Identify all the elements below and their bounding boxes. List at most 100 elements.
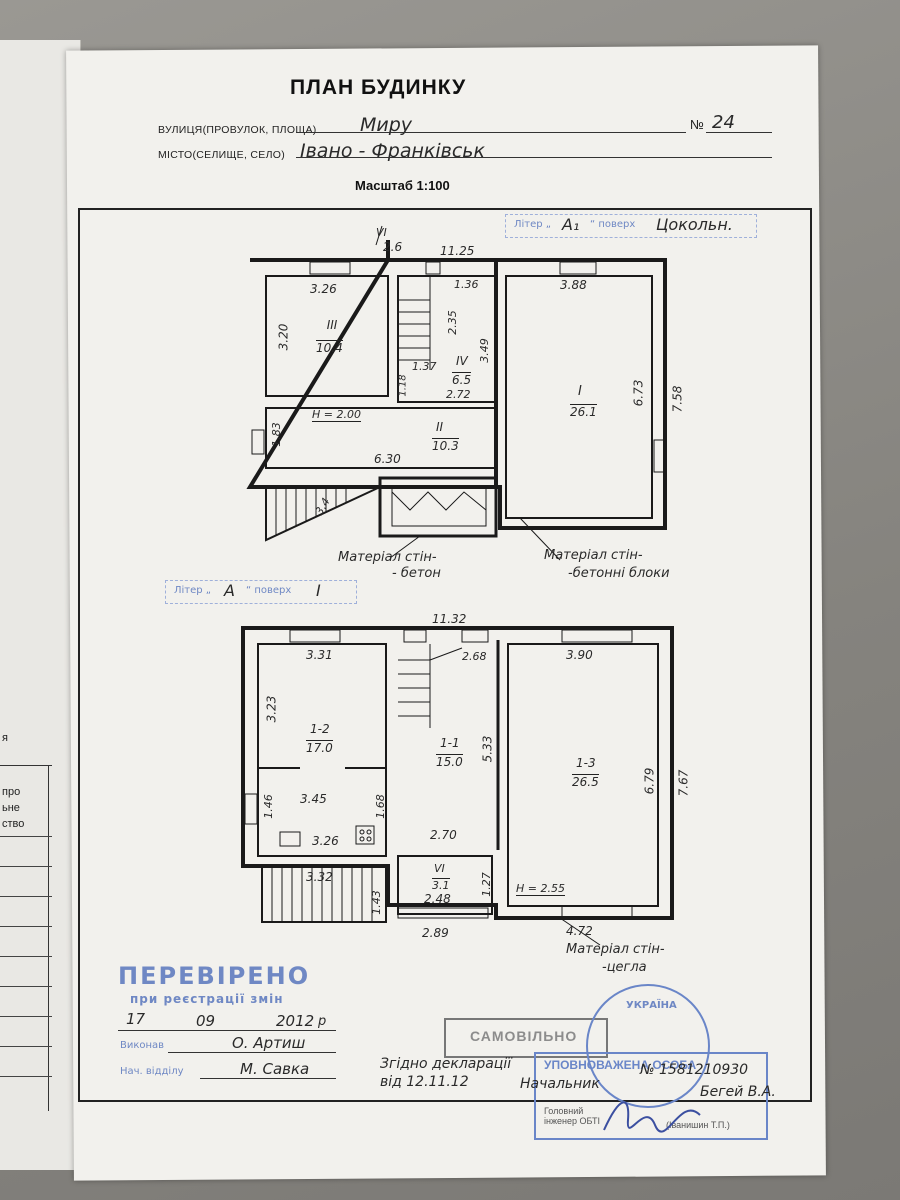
b-room4-w: 1.37	[412, 360, 437, 373]
ground-stamp-letter: А	[224, 581, 235, 600]
scale-label: Масштаб 1:100	[355, 178, 450, 193]
basement-stamp-prefix: Літер „	[514, 219, 551, 230]
b-material-left-2: - бетон	[392, 566, 441, 581]
basement-stamp-letter: А₁	[562, 215, 580, 234]
g-room12-width: 3.31	[306, 648, 333, 662]
g-material-2: -цегла	[602, 960, 647, 975]
under-text-4: ство	[2, 818, 25, 830]
b-room2-num: II	[436, 420, 444, 434]
verified-year-suffix: р	[318, 1014, 327, 1029]
g-overall-height: 7.67	[676, 769, 691, 797]
basement-stamp-middle: “ поверх	[590, 219, 636, 230]
g-kitchen-w: 3.45	[300, 792, 327, 806]
verified-stamp-title: ПЕРЕВІРЕНО	[118, 962, 311, 990]
g-room13-area: 26.5	[572, 774, 599, 789]
b-room1-num: I	[578, 384, 582, 399]
under-table	[0, 765, 52, 1111]
under-text-1: я	[2, 732, 8, 744]
b-room3-height: 3.20	[276, 323, 291, 351]
g-overall-width: 11.32	[432, 612, 467, 626]
ground-letter-stamp: Літер „ А “ поверх I	[165, 580, 357, 604]
verified-day: 17	[126, 1010, 146, 1028]
declaration-number: № 1581210930	[640, 1062, 749, 1078]
b-room3-area: 10.4	[316, 340, 343, 355]
g-room12-num: 1-2	[310, 722, 330, 736]
city-underline	[296, 157, 772, 158]
b-room3-num: III	[326, 318, 338, 332]
g-room13-width: 3.90	[566, 648, 593, 662]
engineer-title: Головний інженер ОБТІ	[544, 1106, 600, 1126]
city-value: Івано - Франківськ	[300, 140, 485, 162]
g-room12-height: 3.23	[264, 695, 279, 723]
g-kitchen-bottom: 3.26	[312, 834, 339, 848]
b-room4-area: 6.5	[452, 372, 472, 387]
b-stair-mark: VI	[376, 226, 387, 239]
round-seal: УКРАЇНА	[586, 984, 710, 1108]
declaration-head-name: Бегей В.А.	[700, 1084, 776, 1100]
g-kitchen-side-r: 1.68	[373, 794, 387, 819]
basement-plan	[246, 225, 667, 561]
plan-frame	[78, 208, 812, 1102]
b-room2-height: 1.83	[269, 422, 283, 447]
city-label: МІСТО(СЕЛИЩЕ, СЕЛО)	[158, 149, 286, 161]
ground-stamp-floor: I	[316, 581, 321, 600]
number-underline	[706, 132, 772, 133]
b-stair-h: 2.35	[445, 310, 459, 335]
g-hall-bottom: 2.70	[430, 828, 457, 842]
declaration-line-1: Згідно декларації	[380, 1056, 512, 1072]
self-stamp-text: САМОВІЛЬНО	[470, 1028, 578, 1044]
authorized-title: УПОВНОВАЖЕНА ОСОБА	[544, 1058, 697, 1072]
ground-plan	[241, 626, 674, 946]
verified-stamp-subtitle: при реєстрації змін	[130, 992, 284, 1006]
b-room1-height: 6.73	[631, 379, 646, 407]
street-label: ВУЛИЦЯ(ПРОВУЛОК, ПЛОЩА)	[158, 124, 317, 136]
b-room1-width: 3.88	[560, 278, 587, 292]
b-room2-width: 6.30	[374, 452, 401, 466]
g-bottom-w: 2.89	[422, 926, 449, 940]
g-room11-num: 1-1	[440, 736, 460, 750]
g-room6-num: VI	[434, 862, 445, 875]
b-room3-width: 3.26	[310, 282, 337, 296]
b-hall-side: 1.18	[397, 374, 409, 397]
verified-date-line	[118, 1030, 336, 1031]
under-text-3: ьне	[2, 802, 20, 814]
basement-letter-stamp: Літер „ А₁ “ поверх Цокольн.	[505, 214, 757, 238]
declaration-head: Начальник	[520, 1076, 600, 1092]
basement-stamp-floor: Цокольн.	[656, 215, 733, 234]
g-room13-bottom: 4.72	[566, 924, 593, 938]
seal-country: УКРАЇНА	[626, 1000, 677, 1011]
g-room6-area: 3.1	[432, 878, 450, 892]
signature	[603, 1101, 701, 1133]
g-stair-w: 2.68	[462, 650, 487, 663]
g-porch-h: 1.43	[369, 890, 383, 915]
verified-name-1-line	[168, 1052, 336, 1053]
g-small-h: 1.27	[479, 872, 493, 897]
b-room1-area: 26.1	[570, 404, 597, 419]
g-room12-area: 17.0	[306, 740, 333, 755]
g-kitchen-side-l: 1.46	[261, 794, 275, 819]
verified-name-2: М. Савка	[240, 1060, 310, 1078]
verified-role-1: Виконав	[120, 1040, 165, 1051]
verified-year: 2012	[276, 1012, 315, 1030]
g-material-1: Матеріал стін-	[566, 942, 665, 957]
b-stair-top: 2.6	[383, 240, 403, 254]
b-room4-h: 3.49	[477, 338, 491, 363]
verified-month: 09	[196, 1012, 216, 1030]
street-underline	[296, 132, 686, 133]
g-ceiling: H = 2.55	[516, 882, 565, 896]
b-material-right-1: Матеріал стін-	[544, 548, 643, 563]
declaration-line-2: від 12.11.12	[380, 1074, 469, 1090]
b-overall-width: 11.25	[440, 244, 475, 258]
b-material-left-1: Матеріал стін-	[338, 550, 437, 565]
under-text-2: про	[2, 786, 21, 798]
g-room11-area: 15.0	[436, 754, 463, 769]
document-title: ПЛАН БУДИНКУ	[290, 76, 467, 99]
g-small-w: 2.48	[424, 892, 451, 906]
verified-name-1: О. Артиш	[232, 1034, 306, 1052]
ground-stamp-middle: “ поверх	[246, 585, 292, 596]
number-label: №	[690, 117, 705, 132]
b-room4-num: IV	[456, 354, 468, 368]
g-room13-num: 1-3	[576, 756, 596, 770]
